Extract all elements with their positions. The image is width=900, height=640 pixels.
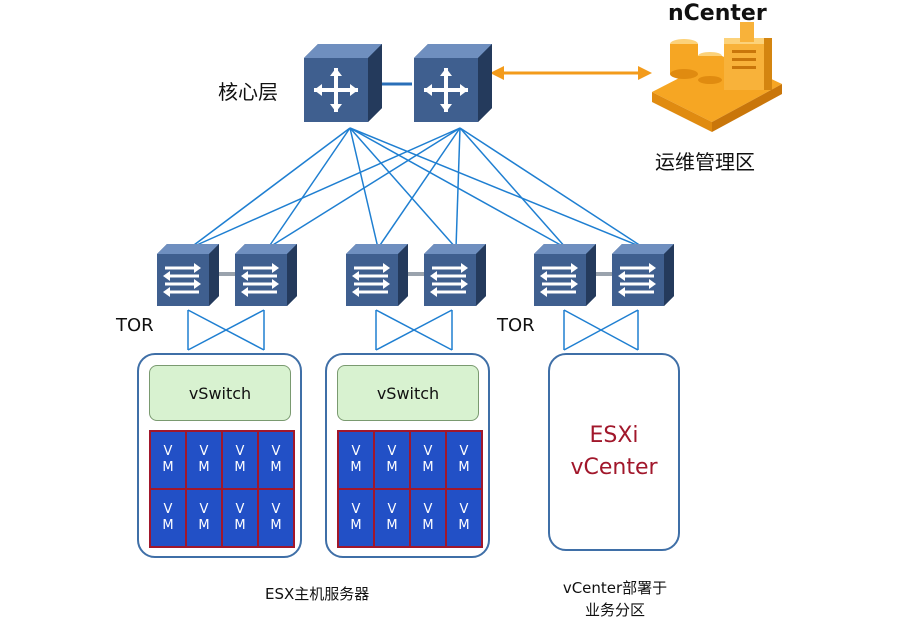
tor-label-left: TOR	[116, 315, 154, 336]
vcenter-host: ESXi vCenter	[548, 353, 680, 551]
esx-hosts-caption: ESX主机服务器	[265, 585, 370, 603]
core-layer-label: 核心层	[218, 80, 278, 104]
tor-switch-6	[610, 242, 676, 308]
management-server-icon	[652, 22, 782, 132]
tor-switch-5	[532, 242, 598, 308]
tor-switch-3	[344, 242, 410, 308]
tor-switch-1	[155, 242, 221, 308]
switch-icon	[235, 244, 297, 306]
tor-label-right: TOR	[497, 315, 535, 336]
ops-zone-label: 运维管理区	[655, 150, 755, 174]
core-router-1	[302, 42, 384, 124]
tor-switch-2	[233, 242, 299, 308]
vcenter-label: vCenter	[570, 455, 658, 480]
ncenter-label: nCenter	[668, 1, 767, 26]
tor-switch-4	[422, 242, 488, 308]
vswitch: vSwitch	[149, 365, 291, 421]
switch-icon	[424, 244, 486, 306]
esxi-label: ESXi	[589, 423, 639, 448]
vswitch: vSwitch	[337, 365, 479, 421]
switch-icon	[612, 244, 674, 306]
vcenter-caption-line2: 业务分区	[584, 601, 645, 619]
vcenter-caption: vCenter部署于 业务分区	[550, 577, 680, 621]
router-icon	[304, 44, 382, 122]
switch-icon	[346, 244, 408, 306]
core-router-2	[412, 42, 494, 124]
server-building-icon	[652, 22, 782, 132]
management-link-arrow	[490, 66, 652, 80]
switch-icon	[534, 244, 596, 306]
vcenter-caption-line1: vCenter部署于	[562, 579, 668, 597]
switch-icon	[157, 244, 219, 306]
router-icon	[414, 44, 492, 122]
